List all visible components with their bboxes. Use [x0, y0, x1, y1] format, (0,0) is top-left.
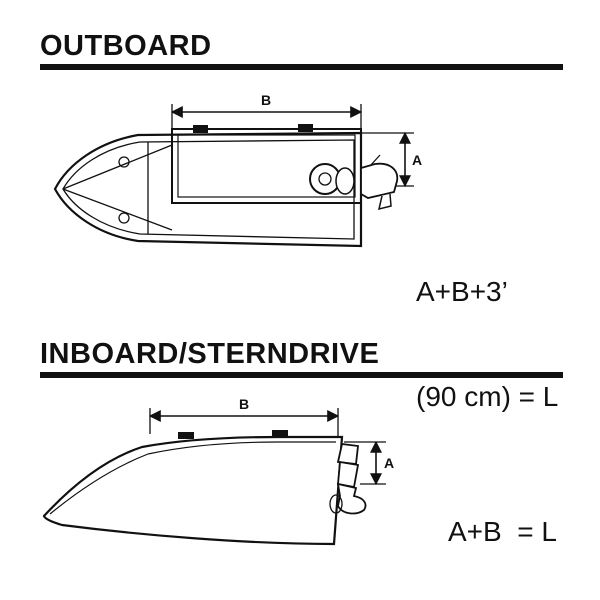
inboard-dimension-b: B — [148, 396, 340, 437]
engine-powerhead — [335, 167, 355, 195]
deck-fitting-circle — [118, 156, 130, 168]
outboard-motor-skeg — [377, 193, 392, 211]
section-title-inboard: INBOARD/STERNDRIVE — [40, 338, 380, 370]
inboard-dimension-a: A — [344, 440, 394, 486]
sheer-accent-line — [49, 453, 149, 515]
outboard-formula-line2: (90 cm) = L — [416, 381, 559, 412]
inboard-boat-diagram: B A — [42, 396, 394, 546]
inboard-formula: A+B = L — [448, 516, 557, 547]
inner-deck-line — [147, 441, 336, 455]
outboard-dimension-a: A — [361, 131, 422, 188]
section-title-outboard: OUTBOARD — [40, 30, 212, 62]
gunwale-hinge — [298, 124, 313, 132]
outboard-boat-diagram: B A — [53, 92, 422, 248]
sterndrive-bracket — [336, 443, 359, 465]
motor-tilt-lever — [369, 154, 381, 167]
gunwale-hinge — [193, 125, 208, 133]
outboard-dim-a-label: A — [412, 152, 422, 168]
propeller — [329, 494, 343, 514]
engine-flywheel-hub — [318, 172, 332, 186]
inboard-dim-b-label: B — [239, 396, 249, 412]
inboard-boat-illustration — [42, 430, 367, 546]
divider-outboard — [40, 64, 563, 70]
sterndrive-upper-unit — [337, 460, 360, 489]
deck-cleat — [272, 430, 288, 437]
cockpit-outline — [171, 128, 362, 204]
outboard-dimension-b: B — [170, 92, 363, 133]
outboard-boat-illustration — [53, 124, 399, 248]
sterndrive-lower-unit — [336, 482, 367, 515]
cockpit-inner-outline — [177, 134, 356, 198]
divider-inboard — [40, 372, 563, 378]
bow-v-lines — [62, 144, 173, 231]
inboard-dim-a-label: A — [384, 455, 394, 471]
outboard-formula: A+B+3’ (90 cm) = L — [416, 204, 558, 484]
outboard-motor-cowl — [360, 162, 399, 199]
outboard-dim-b-label: B — [261, 92, 271, 108]
outboard-formula-line1: A+B+3’ — [416, 276, 508, 307]
deck-fitting-circle — [118, 212, 130, 224]
deck-cleat — [178, 432, 194, 439]
